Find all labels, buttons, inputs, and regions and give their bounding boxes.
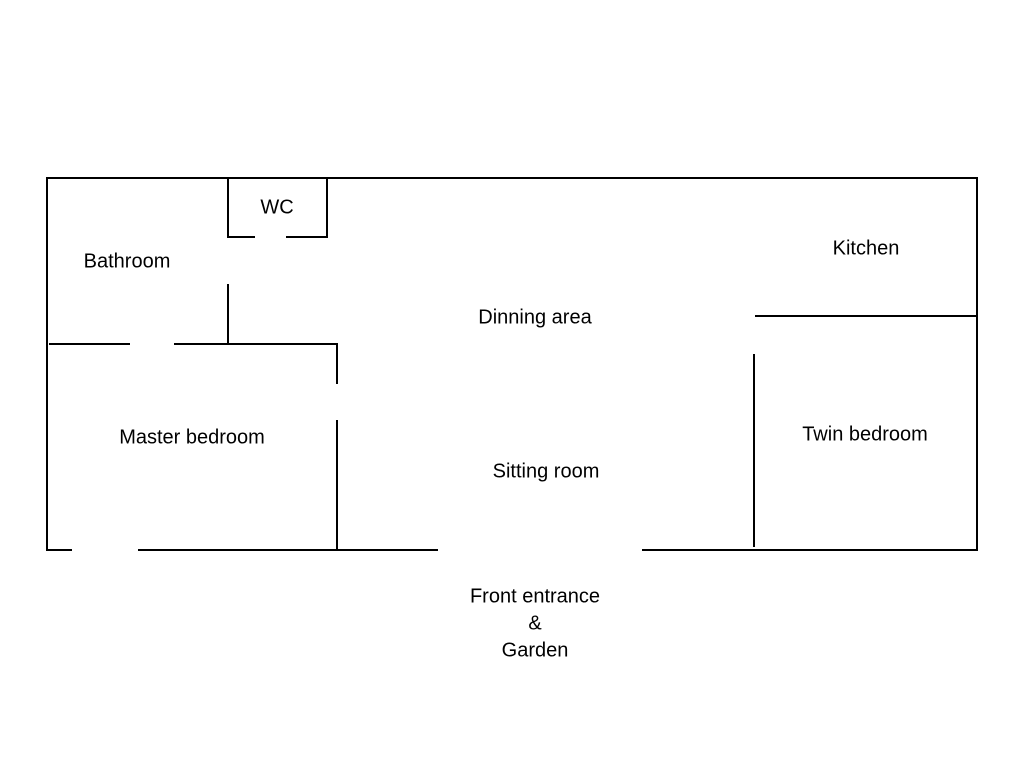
room-label-dining-area: Dinning area <box>478 306 592 329</box>
room-label-twin-bedroom: Twin bedroom <box>802 423 928 446</box>
room-label-wc: WC <box>260 196 294 219</box>
room-label-sitting-room: Sitting room <box>492 460 600 483</box>
room-label-master-bedroom: Master bedroom <box>119 426 265 449</box>
room-label-bathroom: Bathroom <box>83 250 171 273</box>
room-label-kitchen: Kitchen <box>832 237 900 260</box>
entrance-line-1: Front entrance <box>469 585 601 608</box>
entrance-line-3: Garden <box>501 639 569 662</box>
front-entrance-label: Front entrance & Garden <box>470 584 600 665</box>
entrance-line-2: & <box>528 612 542 635</box>
